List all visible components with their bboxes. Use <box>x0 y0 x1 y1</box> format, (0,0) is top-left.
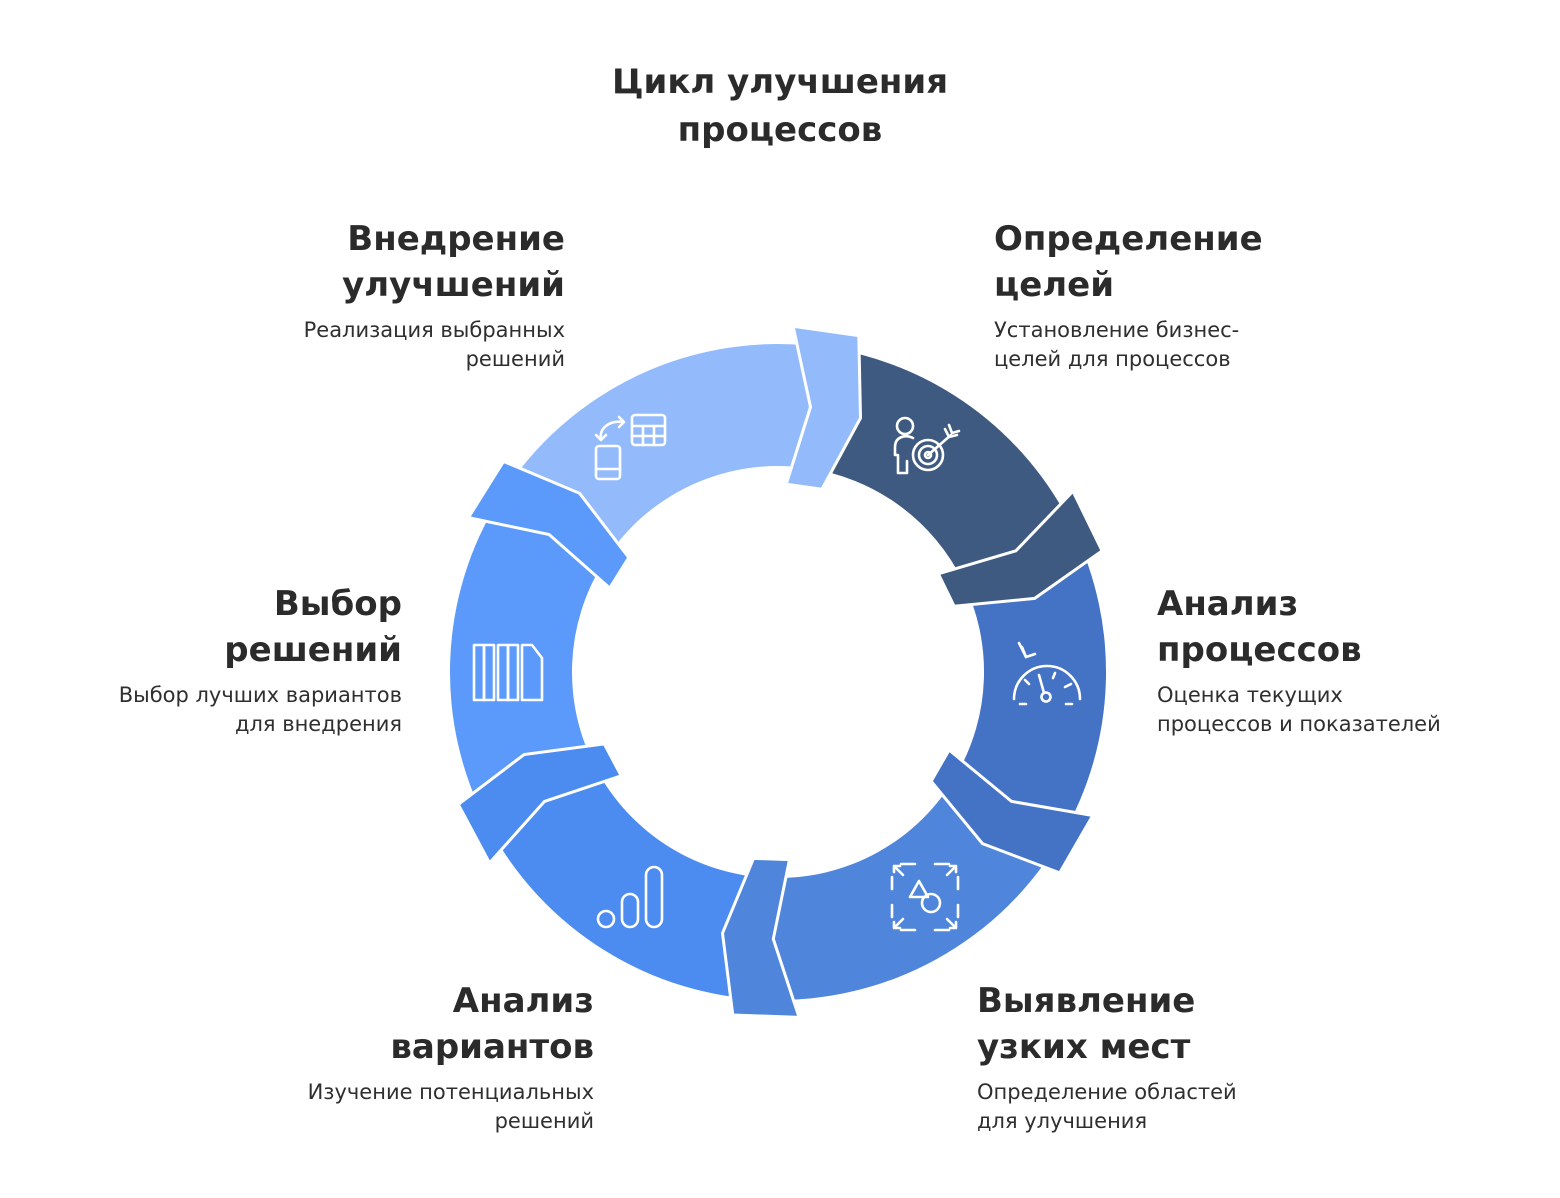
bar-chart-icon <box>596 865 664 929</box>
step-implementation: Внедрение улучшений Реализация выбранных… <box>304 216 565 374</box>
step-title: Анализ процессов <box>1157 584 1362 670</box>
step-title: Выявление узких мест <box>977 981 1196 1067</box>
step-solution-choice: Выбор решений Выбор лучших вариантов для… <box>119 581 402 739</box>
step-description: Оценка текущих процессов и показателей <box>1157 683 1441 736</box>
step-goals: Определение целей Установление бизнес- ц… <box>994 216 1263 374</box>
device-sync-table-icon <box>594 413 667 481</box>
step-title: Выбор решений <box>224 584 402 670</box>
connector-chevron <box>784 324 863 491</box>
connector-chevron <box>720 856 802 1019</box>
step-options-analysis: Анализ вариантов Изучение потенциальных … <box>308 978 594 1136</box>
connector-chevron <box>929 747 1096 875</box>
step-description: Выбор лучших вариантов для внедрения <box>118 683 402 736</box>
step-description: Установление бизнес- целей для процессов <box>994 318 1240 371</box>
connector-chevron <box>456 742 624 866</box>
books-icon <box>472 643 544 702</box>
speedometer-icon <box>1012 641 1082 706</box>
connector-chevron <box>936 488 1105 608</box>
step-bottlenecks: Выявление узких мест Определение областе… <box>977 978 1237 1136</box>
step-title: Внедрение улучшений <box>342 219 565 305</box>
connector-chevron <box>465 459 631 591</box>
step-description: Определение областей для улучшения <box>977 1080 1237 1133</box>
step-title: Определение целей <box>994 219 1263 305</box>
ring-segment-solution-choice <box>449 498 604 826</box>
step-description: Реализация выбранных решений <box>303 318 565 371</box>
step-title: Анализ вариантов <box>390 981 594 1067</box>
step-description: Изучение потенциальных решений <box>307 1080 594 1133</box>
title-line-1: Цикл улучшения <box>611 62 949 102</box>
shapes-expand-icon <box>890 862 960 932</box>
person-target-icon <box>893 416 961 475</box>
diagram-title: Цикл улучшения процессов <box>0 58 1560 154</box>
ring-segment-process-analysis <box>956 528 1107 836</box>
ring-segment-options-analysis <box>488 768 771 1000</box>
step-process-analysis: Анализ процессов Оценка текущих процессо… <box>1157 581 1441 739</box>
title-line-2: процессов <box>677 110 883 150</box>
